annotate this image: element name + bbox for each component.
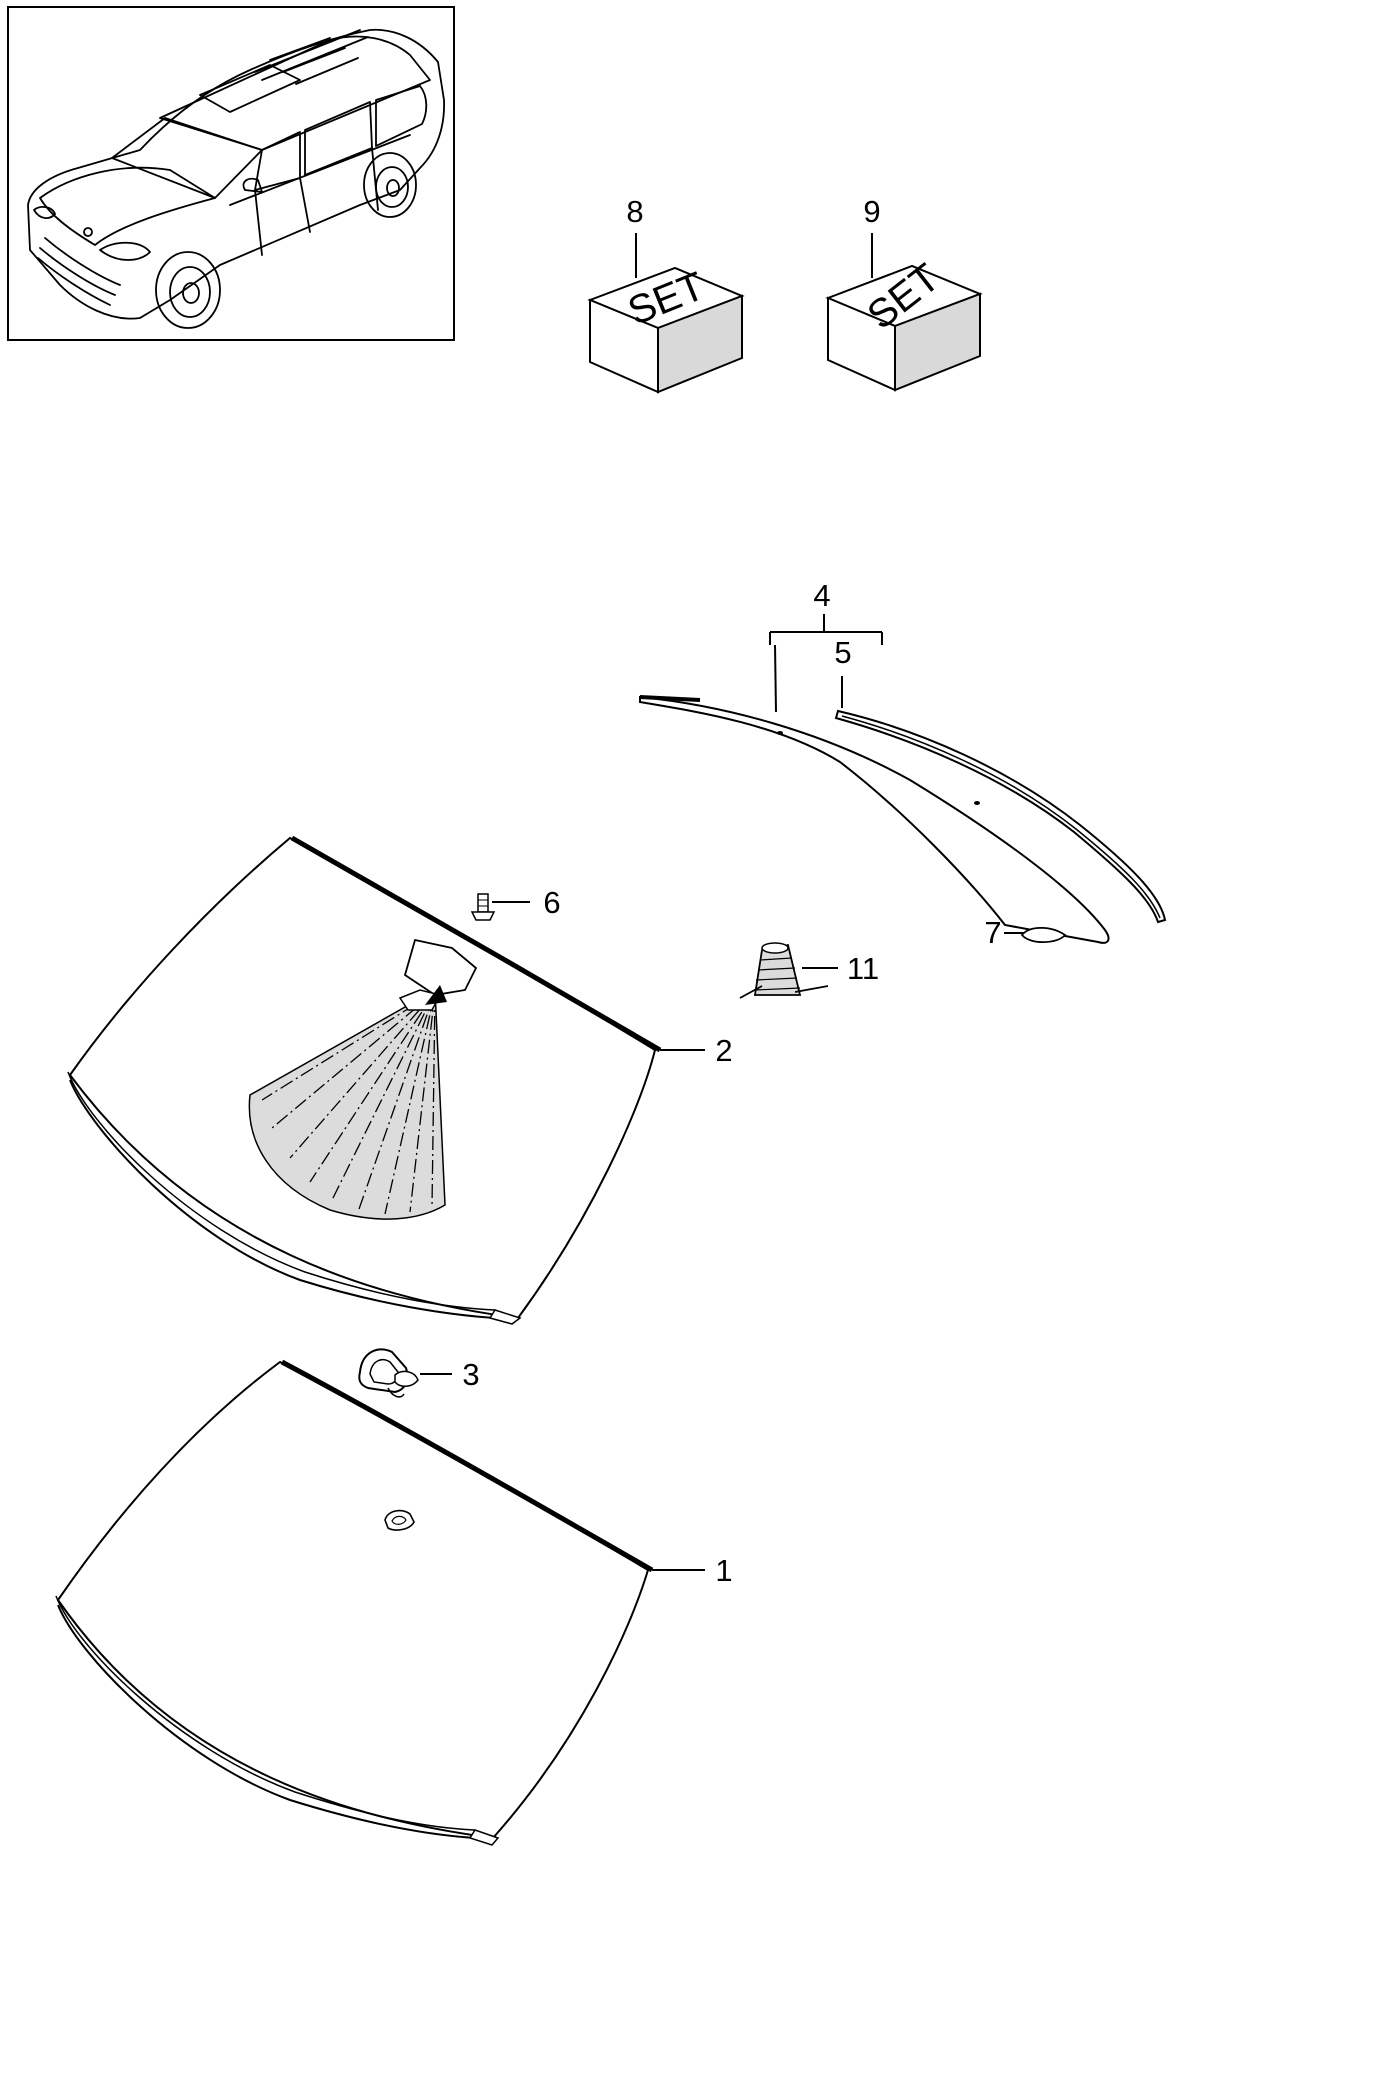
grommet-tab-right — [794, 985, 829, 993]
rear-window-top-edge — [639, 695, 701, 702]
callout-5: 5 — [834, 635, 851, 670]
callout-2: 2 — [715, 1033, 732, 1068]
callout-11: 11 — [847, 951, 879, 986]
callout-4: 4 — [813, 578, 830, 613]
sensor-housing — [403, 938, 478, 996]
windshield-with-sensor-2: 2 — [67, 835, 733, 1325]
windshield-1-corner — [468, 1829, 500, 1846]
screw-head — [470, 911, 496, 921]
suv-illustration — [27, 28, 445, 329]
grommet-tab-left — [739, 985, 763, 999]
set-box-8: 8 SET — [587, 194, 745, 394]
part-11-grommet: 11 — [739, 942, 879, 999]
rear-window-assembly: 4 5 7 — [639, 578, 1167, 950]
windshield-2-corner — [488, 1309, 522, 1325]
windshield-1-glass — [56, 1360, 650, 1840]
part-3-mount-clip: 3 — [358, 1348, 480, 1398]
rear-window-trim-strip — [834, 709, 1167, 924]
vehicle-overview-thumbnail — [7, 6, 455, 341]
callout-1: 1 — [715, 1553, 732, 1588]
callout-8: 8 — [626, 194, 643, 229]
rear-window-marker-b — [974, 801, 980, 805]
grommet-top — [761, 942, 789, 954]
windshield-2-lower-edge-a — [69, 1079, 496, 1319]
set-box-9: 9 SET — [825, 194, 983, 392]
sensor-lens — [425, 985, 447, 1005]
clip-tab — [394, 1370, 419, 1387]
clip-spring — [387, 1387, 405, 1398]
set-box-9-side — [894, 292, 981, 392]
windshield-1: 1 — [55, 1359, 733, 1846]
callout-9: 9 — [863, 194, 880, 229]
windshield-1-lower-edge-b — [55, 1595, 476, 1831]
trim-strip-inner-line — [841, 715, 1161, 919]
clip-inner — [369, 1359, 399, 1385]
rear-window-glass — [639, 695, 1110, 944]
windshield-1-lower-edge-a — [57, 1604, 476, 1839]
windshield-1-top-band — [280, 1359, 654, 1573]
windshield-2-lower-edge-b — [67, 1071, 496, 1311]
callout-3: 3 — [462, 1357, 479, 1392]
sensor-rays — [261, 991, 436, 1215]
set-box-8-side — [657, 294, 743, 394]
leader-4-to-window — [774, 644, 777, 713]
grommet-ribs — [754, 957, 801, 991]
part-6-screw: 6 — [470, 885, 561, 921]
callout-6: 6 — [543, 885, 560, 920]
windshield-2-top-band — [290, 835, 662, 1053]
callout-7: 7 — [984, 915, 1001, 950]
rear-window-marker-a — [777, 731, 783, 735]
screw-shank — [477, 893, 489, 913]
rear-window-clip-7 — [1020, 926, 1067, 944]
mirror-mount-hole — [391, 1515, 407, 1525]
